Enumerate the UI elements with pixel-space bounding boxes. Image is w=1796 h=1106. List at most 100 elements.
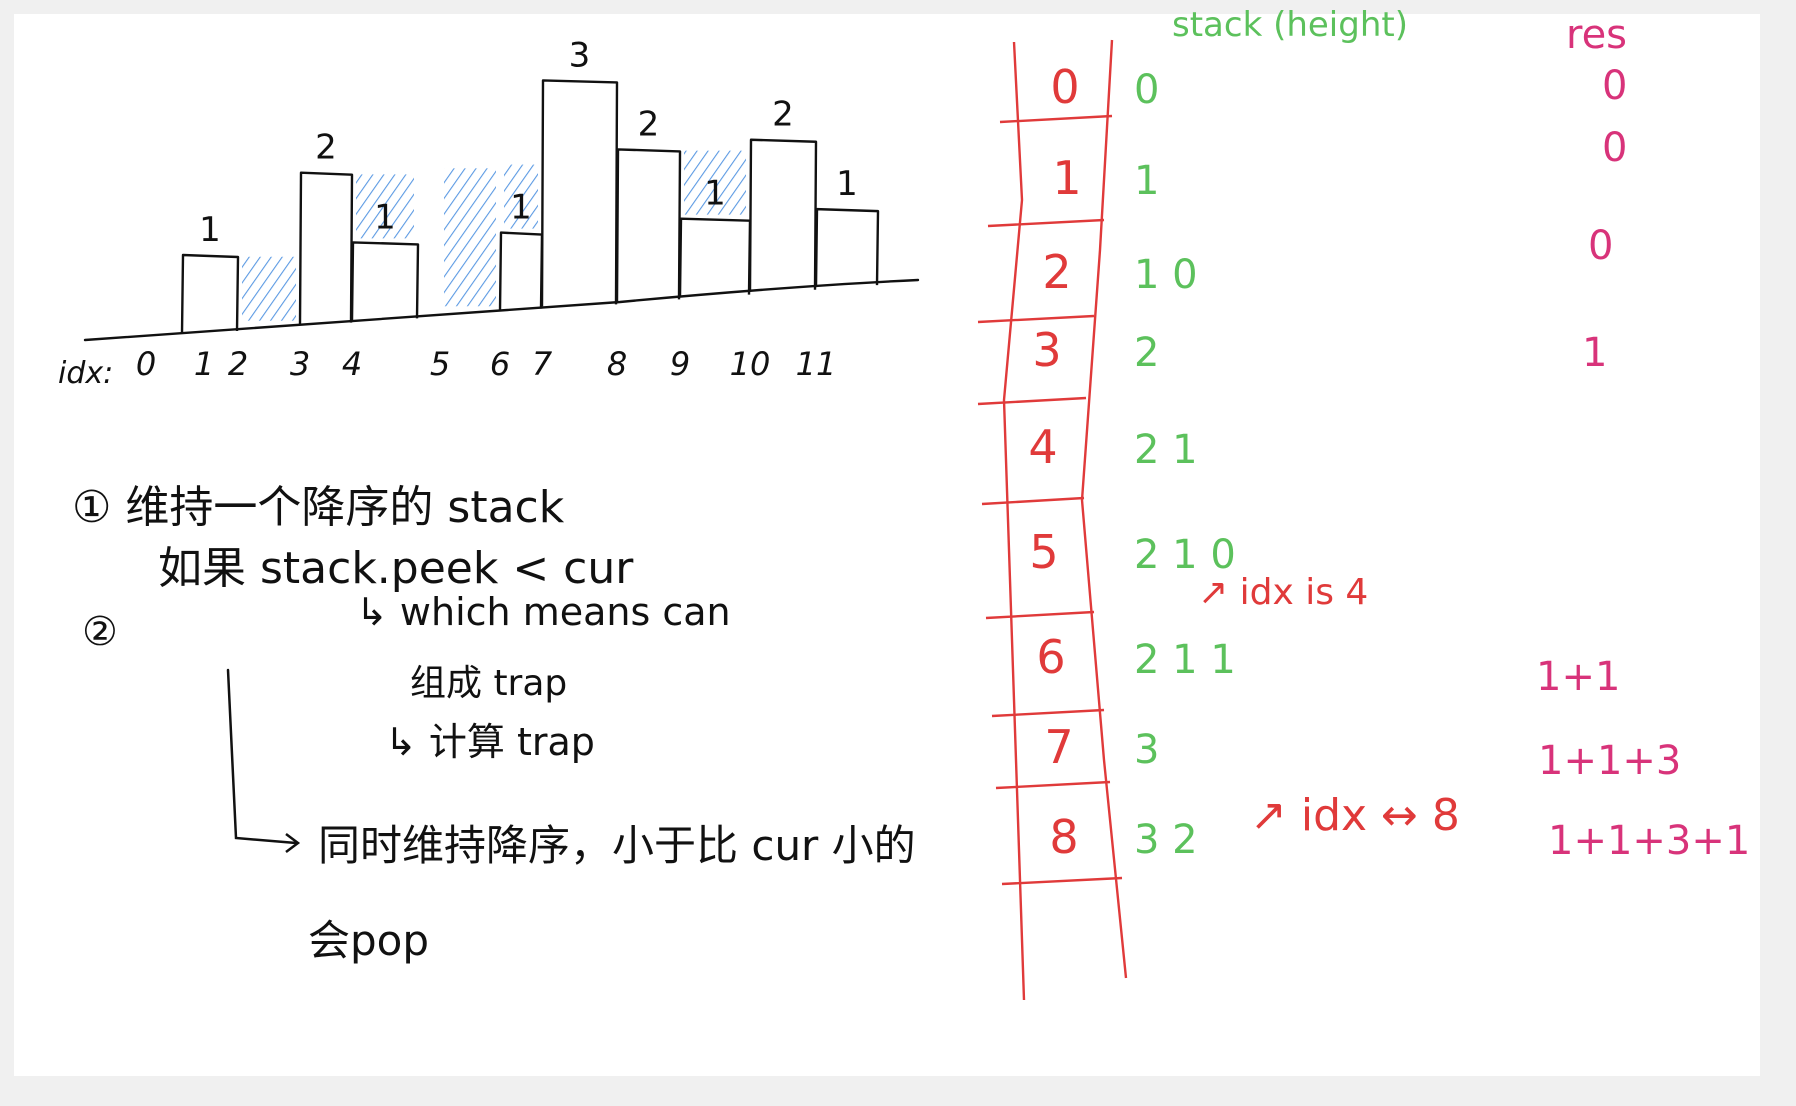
res-value-row-3: 1 [1582, 330, 1607, 376]
res-value-row-6: 1+1 [1536, 654, 1620, 700]
stack-value-row-7: 3 [1134, 727, 1159, 773]
stack-value-row-6: 2 1 1 [1134, 637, 1236, 683]
stack-row-index-0: 0 [1050, 60, 1079, 114]
table-row-divider [991, 708, 1105, 718]
stack-value-row-2: 1 0 [1134, 252, 1198, 298]
idx-label-4: 4 [342, 345, 362, 383]
note-step1: ① 维持一个降序的 stack [72, 482, 565, 533]
stack-table-grid [977, 39, 1128, 1001]
stack-value-row-5: 2 1 0 [1134, 532, 1236, 578]
res-value-row-0: 0 [1602, 63, 1627, 109]
idx-label-2: 2 [228, 345, 248, 383]
bar-4 [350, 241, 420, 321]
bar-height-label-10: 2 [772, 95, 794, 135]
table-row-divider [977, 396, 1087, 406]
table-row-divider [977, 314, 1095, 324]
stack-row-index-5: 5 [1029, 525, 1058, 579]
stack-row-index-1: 1 [1052, 151, 1081, 205]
res-values: 0 0 0 1 1+1 1+1+3 1+1+3+1 [1536, 63, 1750, 864]
stack-row-index-6: 6 [1036, 630, 1065, 684]
trapped-water-5 [444, 168, 496, 307]
table-row-divider [999, 114, 1113, 124]
bar-height-label-6: 1 [510, 188, 532, 228]
notes-section: ① 维持一个降序的 stack ② 如果 stack.peek < cur ↳ … [72, 482, 916, 965]
res-value-row-7: 1+1+3 [1538, 738, 1681, 784]
idx-label-0: 0 [136, 345, 156, 383]
stack-row-index-3: 3 [1032, 323, 1061, 377]
bars-layer [180, 79, 880, 334]
stack-table: 0 1 2 3 4 5 6 7 8 stack (height) res 0 1 1 0 2 2 1 2 … [977, 5, 1750, 1001]
idx-label-5: 5 [430, 345, 450, 383]
bar-8 [615, 148, 682, 302]
res-value-row-1: 0 [1602, 125, 1627, 171]
row9-idx-note: ↗ idx ↔ 8 [1250, 790, 1460, 841]
res-value-row-2: 0 [1588, 223, 1613, 269]
res-column-header: res [1566, 12, 1627, 58]
stack-row-index-7: 7 [1044, 720, 1073, 774]
note-which-means: ↳ which means can [356, 590, 731, 634]
note-form-trap: 组成 trap [410, 663, 567, 704]
bar-height-label-9: 1 [704, 174, 726, 214]
stack-value-row-0: 0 [1134, 67, 1159, 113]
note-maintain: 同时维持降序，小于比 cur 小的 [318, 821, 916, 870]
table-left-edge [1002, 41, 1026, 1001]
trapped-water-6 [504, 164, 538, 229]
row6-idx-note: ↗ idx is 4 [1198, 572, 1368, 613]
note-pop: 会pop [308, 916, 429, 965]
trapped-water-9 [684, 150, 746, 215]
stack-value-row-4: 2 1 [1134, 427, 1198, 473]
trapped-water-4 [356, 174, 414, 239]
stack-value-row-1: 1 [1134, 158, 1159, 204]
stack-row-index-8: 8 [1049, 810, 1078, 864]
note-bracket-line [226, 668, 298, 845]
idx-label-11: 11 [796, 345, 837, 383]
bar-6 [498, 231, 544, 311]
idx-label-8: 8 [607, 345, 627, 383]
note-bracket-arrowhead [285, 833, 301, 853]
bar-height-label-1: 1 [199, 210, 221, 250]
table-row-divider [995, 780, 1111, 790]
table-right-edge [1080, 39, 1128, 979]
bar-10 [748, 138, 818, 292]
stack-row-index-2: 2 [1042, 245, 1071, 299]
idx-axis-prefix: idx: [58, 356, 113, 391]
ground-line [83, 278, 920, 342]
idx-label-3: 3 [290, 345, 310, 383]
bar-1 [180, 253, 240, 334]
bar-height-label-4: 1 [374, 197, 396, 237]
bar-7 [540, 79, 619, 307]
trapped-water-2 [242, 256, 296, 321]
whiteboard-canvas [14, 14, 1760, 1076]
bar-height-label-11: 1 [836, 164, 858, 204]
note-step2-marker: ② [82, 609, 118, 655]
stack-row-index-4: 4 [1028, 420, 1057, 474]
bar-height-label-7: 3 [569, 35, 591, 75]
note-calc-trap: ↳ 计算 trap [385, 720, 595, 764]
idx-label-7: 7 [532, 345, 553, 383]
idx-label-9: 9 [670, 345, 690, 383]
bar-height-label-8: 2 [638, 104, 660, 144]
table-row-divider [1001, 876, 1123, 886]
trapped-water-layer [242, 150, 746, 321]
bar-11 [814, 207, 880, 288]
note-step2: 如果 stack.peek < cur [158, 543, 634, 594]
table-row-divider [985, 610, 1095, 620]
idx-label-1: 1 [194, 345, 214, 383]
bar-3 [298, 171, 354, 325]
table-row-divider [987, 218, 1105, 228]
bar-height-label-3: 2 [315, 128, 337, 168]
stack-value-row-3: 2 [1134, 330, 1159, 376]
table-row-divider [981, 496, 1085, 506]
row-index-labels: 0 1 2 3 4 5 6 7 8 [1028, 60, 1081, 864]
stack-column-header: stack (height) [1172, 5, 1408, 45]
bar-9 [678, 217, 752, 297]
stack-value-row-8: 3 2 [1134, 817, 1198, 863]
idx-label-6: 6 [490, 345, 510, 383]
res-value-row-8: 1+1+3+1 [1548, 818, 1750, 864]
idx-label-10: 10 [730, 345, 771, 383]
stack-values: 0 1 1 0 2 2 1 2 1 0 2 1 1 3 3 2 [1134, 67, 1236, 863]
